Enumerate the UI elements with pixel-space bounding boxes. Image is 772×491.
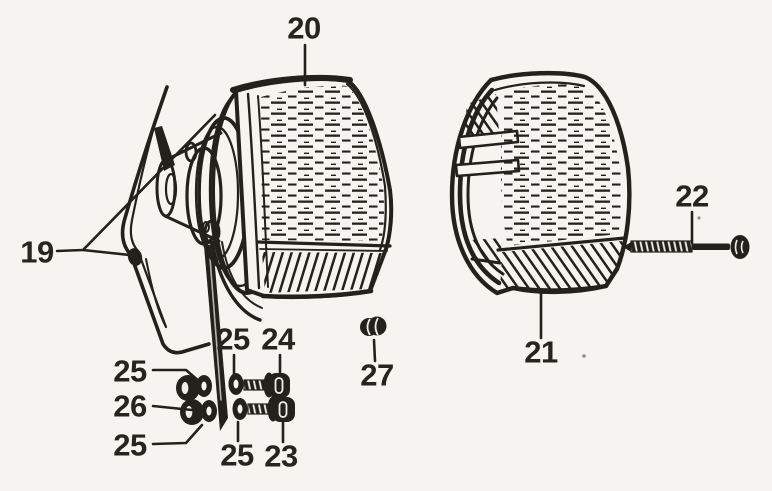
lens-21-bottom-edge: [510, 283, 609, 293]
mounting-bracket-edge: [120, 85, 211, 355]
bolt-24-head-slot: [274, 377, 284, 394]
callout-label-25-9: 25: [220, 437, 254, 473]
bolt-23-head-slot: [278, 401, 288, 418]
lens-20-left-rim: [246, 92, 261, 290]
nut-26-upper-slot: [181, 382, 189, 394]
speed-nut-27: [360, 316, 387, 336]
callout-leader-26: [151, 404, 194, 412]
nut-26-lower-slot: [185, 406, 193, 418]
callout-leader-25: [151, 368, 202, 384]
housing-top-tab: [184, 141, 198, 163]
lens-20-top-rim: [230, 74, 353, 93]
callout-label-23-4: 23: [264, 438, 298, 474]
bolt-23-head: [272, 397, 295, 422]
mounting-bracket-inner-line: [129, 98, 168, 329]
screw-22-head-slot: [734, 239, 744, 255]
lens-21-band-line: [496, 236, 627, 252]
lens-20-bottom-edge: [260, 288, 374, 300]
lens-20-right-rim: [345, 82, 387, 252]
washer-25-lower-inner-hole: [237, 404, 243, 414]
lens-20-band-hatch: [262, 252, 386, 293]
bracket-contour-line: [145, 258, 167, 328]
screw-22-head: [730, 235, 750, 259]
callout-label-25-8: 25: [113, 427, 147, 463]
bolt-24-head: [268, 373, 290, 398]
housing-bottom-flange: [210, 240, 262, 322]
housing-bottom-flange2: [221, 241, 263, 309]
lamp-assembly-20: [120, 74, 394, 431]
lens-20-band-line: [256, 240, 392, 248]
screw-22-tip: [623, 241, 632, 253]
washer-25-upper-inner-hole: [233, 379, 239, 389]
bulb-socket-inner: [164, 172, 178, 206]
callout-leader-25: [151, 423, 204, 446]
leader-layer: [55, 43, 694, 446]
callout-label-22-3: 22: [675, 178, 709, 214]
bracket-rivet-19: [127, 248, 143, 266]
lens-20-hatch: [261, 85, 385, 241]
callout-label-26-10: 26: [113, 388, 147, 424]
callout-label-20-1: 20: [287, 10, 321, 46]
callout-label-21-2: 21: [524, 334, 558, 370]
housing-ring-bulb: [185, 146, 223, 246]
speed-nut-27-highlight: [366, 317, 379, 336]
scan-specks: [582, 216, 701, 358]
washer-25-lower-outer-hole: [206, 406, 212, 416]
housing-socket-detail2: [202, 221, 210, 233]
mounting-hardware: [176, 372, 295, 425]
washer-25-upper-outer-hole: [201, 381, 207, 391]
lens-21-top-rim: [493, 81, 586, 92]
callout-label-24-5: 24: [261, 321, 295, 357]
callout-leader-19: [81, 248, 132, 257]
callout-label-27-11: 27: [360, 357, 394, 393]
callout-leader-27: [372, 338, 377, 363]
callout-label-19-0: 19: [20, 234, 54, 270]
screw-22: [623, 235, 750, 259]
lens-21-band-hatch: [500, 241, 624, 291]
callout-label-25-6: 25: [216, 321, 250, 357]
lens-21-hatch: [501, 84, 622, 246]
lens-21: [449, 70, 632, 296]
lens-20-band-line2: [259, 248, 388, 252]
lens-21-crossbar-3: [470, 257, 502, 265]
callout-label-25-7: 25: [113, 353, 147, 389]
speed-nut-27-coil-b: [367, 316, 387, 336]
bracket-strip-highlight: [209, 257, 222, 401]
screw-22-threads: [630, 240, 693, 253]
screw-22-shank: [692, 243, 730, 250]
